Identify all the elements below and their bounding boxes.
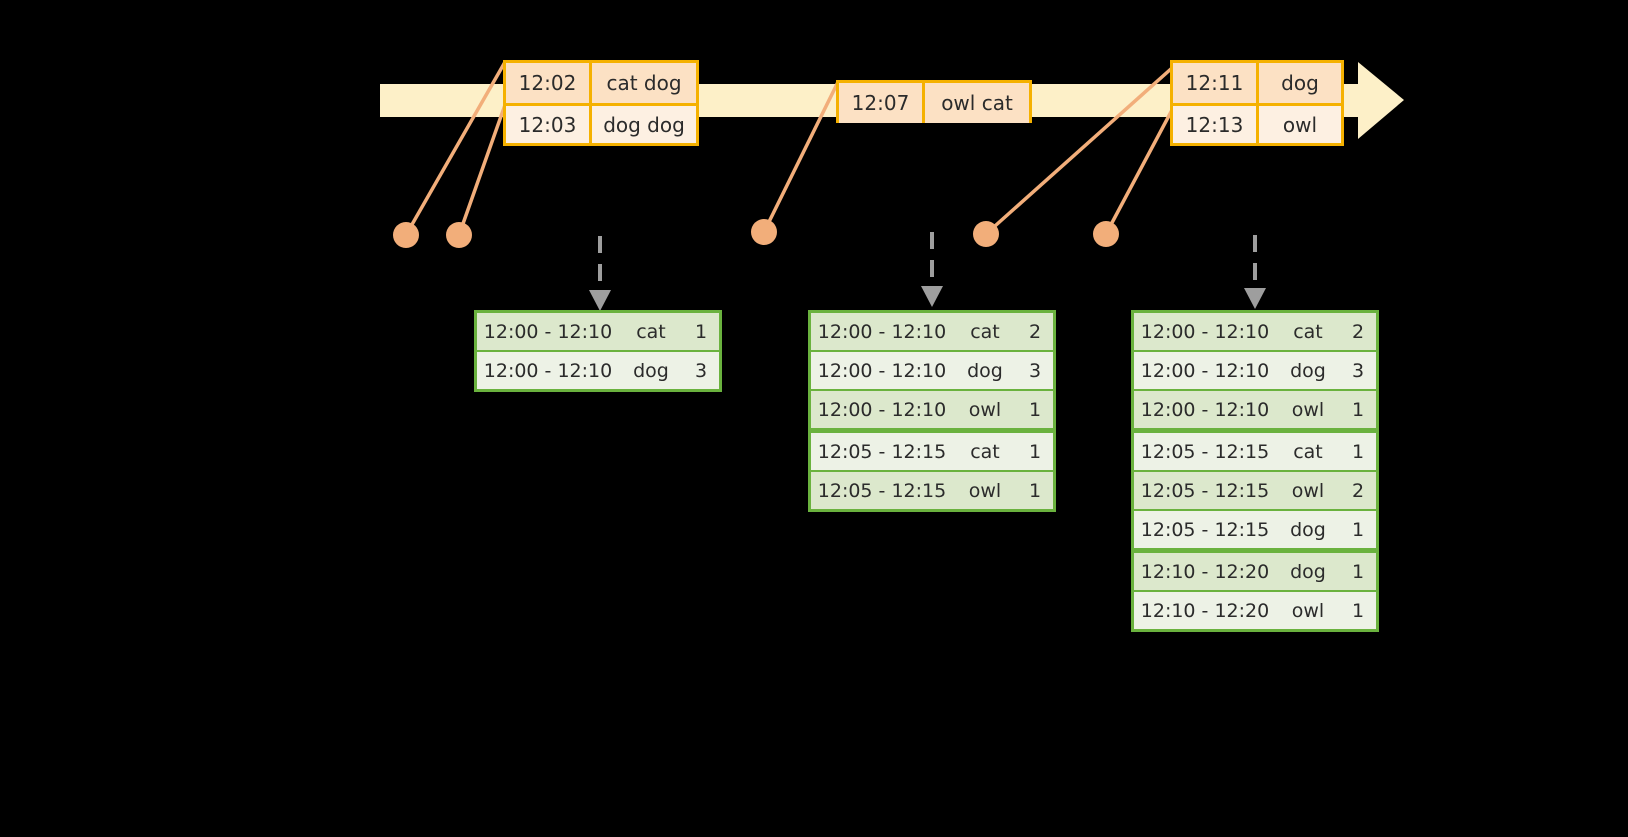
connector-dot-2	[446, 222, 472, 248]
cell-key: dog	[1279, 511, 1337, 548]
cell-key: cat	[956, 433, 1014, 470]
cell-count: 1	[1017, 433, 1053, 470]
cell-count: 1	[1340, 553, 1376, 590]
cell-window: 12:00 - 12:10	[1134, 313, 1276, 350]
cell-window: 12:10 - 12:20	[1134, 592, 1276, 629]
connector-dot-4	[973, 221, 999, 247]
event-time: 12:02	[506, 63, 592, 103]
cell-count: 1	[683, 313, 719, 350]
connector-line-5	[1104, 109, 1174, 235]
cell-count: 3	[683, 352, 719, 389]
connector-line-2	[457, 104, 507, 236]
event-group-3[interactable]: 12:11 dog 12:13 owl	[1170, 60, 1344, 146]
cell-key: cat	[1279, 313, 1337, 350]
cell-count: 1	[1017, 472, 1053, 509]
cell-window: 12:05 - 12:15	[811, 433, 953, 470]
cell-key: owl	[956, 391, 1014, 428]
event-row[interactable]: 12:07 owl cat	[839, 83, 1029, 123]
cell-window: 12:05 - 12:15	[1134, 433, 1276, 470]
event-row[interactable]: 12:03 dog dog	[506, 103, 696, 143]
event-group-2[interactable]: 12:07 owl cat	[836, 80, 1032, 123]
event-payload: dog dog	[603, 112, 685, 137]
cell-count: 3	[1017, 352, 1053, 389]
event-time: 12:11	[1173, 63, 1259, 103]
dashed-arrows	[589, 232, 1266, 311]
cell-window: 12:00 - 12:10	[477, 352, 619, 389]
dashed-arrow-3	[1244, 235, 1266, 309]
cell-count: 3	[1340, 352, 1376, 389]
event-row[interactable]: 12:11 dog	[1173, 63, 1341, 103]
connector-line-1	[404, 61, 507, 236]
cell-count: 2	[1340, 313, 1376, 350]
event-payload: owl	[1282, 112, 1318, 137]
cell-count: 1	[1340, 511, 1376, 548]
cell-key: dog	[622, 352, 680, 389]
event-payload: owl cat	[941, 91, 1013, 115]
cell-key: owl	[1279, 592, 1337, 629]
cell-window: 12:05 - 12:15	[1134, 511, 1276, 548]
cell-key: cat	[956, 313, 1014, 350]
cell-window: 12:05 - 12:15	[1134, 472, 1276, 509]
event-time: 12:07	[839, 83, 925, 123]
cell-window: 12:00 - 12:10	[811, 391, 953, 428]
connector-dots	[393, 219, 1119, 248]
event-group-1[interactable]: 12:02 cat dog 12:03 dog dog	[503, 60, 699, 146]
cell-window: 12:00 - 12:10	[1134, 352, 1276, 389]
cell-count: 1	[1340, 592, 1376, 629]
cell-count: 2	[1340, 472, 1376, 509]
cell-key: owl	[1279, 472, 1337, 509]
connector-line-3	[762, 81, 840, 233]
event-payload: cat dog	[606, 71, 682, 95]
cell-key: dog	[1279, 352, 1337, 389]
event-time: 12:03	[506, 106, 592, 143]
event-row[interactable]: 12:02 cat dog	[506, 63, 696, 103]
cell-window: 12:00 - 12:10	[1134, 391, 1276, 428]
event-time: 12:13	[1173, 106, 1259, 143]
cell-key: dog	[956, 352, 1014, 389]
cell-count: 1	[1340, 433, 1376, 470]
dashed-arrow-2	[921, 232, 943, 307]
connector-dot-1	[393, 222, 419, 248]
cell-key: cat	[1279, 433, 1337, 470]
cell-window: 12:00 - 12:10	[811, 352, 953, 389]
connector-dot-5	[1093, 221, 1119, 247]
cell-count: 1	[1340, 391, 1376, 428]
cell-window: 12:10 - 12:20	[1134, 553, 1276, 590]
cell-key: cat	[622, 313, 680, 350]
cell-key: dog	[1279, 553, 1337, 590]
cell-count: 2	[1017, 313, 1053, 350]
cell-key: owl	[1279, 391, 1337, 428]
cell-window: 12:00 - 12:10	[811, 313, 953, 350]
cell-key: owl	[956, 472, 1014, 509]
connector-dot-3	[751, 219, 777, 245]
cell-count: 1	[1017, 391, 1053, 428]
cell-window: 12:05 - 12:15	[811, 472, 953, 509]
event-row[interactable]: 12:13 owl	[1173, 103, 1341, 143]
cell-window: 12:00 - 12:10	[477, 313, 619, 350]
event-payload: dog	[1281, 71, 1319, 95]
dashed-arrow-1	[589, 236, 611, 311]
